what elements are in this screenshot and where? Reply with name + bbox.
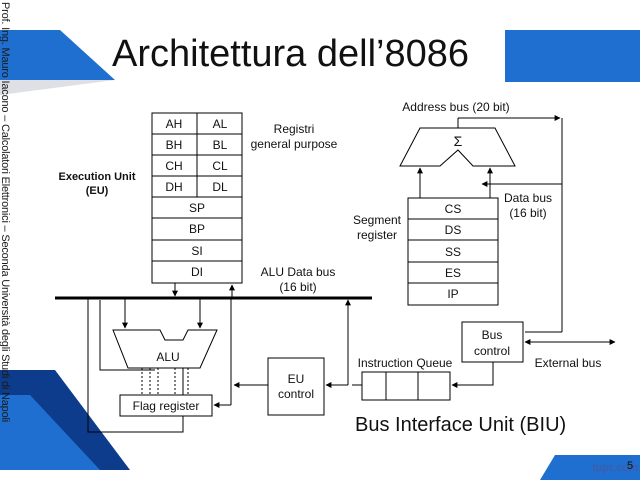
alu-label: ALU	[156, 350, 179, 364]
address-adder	[399, 127, 516, 167]
register-di: DI	[191, 265, 203, 279]
sigma-label: Σ	[454, 133, 463, 149]
bottom-right-decoration	[540, 455, 640, 480]
bus-control-label-line2: control	[474, 344, 510, 358]
page-title: Architettura dell’8086	[112, 33, 469, 75]
register-bl: BL	[213, 138, 228, 152]
biu-title: Bus Interface Unit (BIU)	[355, 414, 567, 436]
page-number: 5	[627, 460, 634, 472]
register-si: SI	[191, 244, 202, 258]
brand-logo: fppt.com	[592, 462, 639, 474]
instruction-queue-label: Instruction Queue	[358, 356, 453, 370]
data-bus-label-line1: Data bus	[504, 191, 552, 205]
external-bus-label: External bus	[535, 356, 602, 370]
segment-ds: DS	[445, 223, 462, 237]
bottom-left-decoration-light	[0, 395, 100, 470]
top-left-shadow	[0, 80, 115, 95]
register-cl: CL	[212, 159, 228, 173]
register-al: AL	[213, 117, 228, 131]
register-sp: SP	[189, 201, 205, 215]
gp-label-line1: Registri	[274, 122, 315, 136]
gp-label-line2: general purpose	[251, 137, 338, 151]
register-dl: DL	[212, 180, 228, 194]
alu-block	[112, 329, 218, 369]
register-ch: CH	[165, 159, 182, 173]
flag-register-label: Flag register	[133, 399, 200, 413]
register-dh: DH	[165, 180, 182, 194]
register-bh: BH	[166, 138, 183, 152]
eu-label-line1: Execution Unit	[58, 171, 135, 183]
bus-control-box	[461, 321, 524, 363]
top-left-decoration	[0, 30, 115, 80]
register-bp: BP	[189, 222, 205, 236]
bus-control-label-line1: Bus	[482, 328, 503, 342]
flag-register-box	[119, 394, 213, 417]
segment-label-line1: Segment	[353, 213, 402, 227]
segment-es: ES	[445, 266, 461, 280]
data-bus-label-line2: (16 bit)	[509, 206, 546, 220]
general-purpose-registers	[151, 112, 243, 284]
register-ah: AH	[166, 117, 183, 131]
eu-control-label-line1: EU	[288, 372, 305, 386]
alu-bus-label-line2: (16 bit)	[279, 280, 316, 294]
alu-bus-label-line1: ALU Data bus	[261, 265, 336, 279]
segment-cs: CS	[445, 202, 462, 216]
top-right-decoration	[505, 30, 640, 82]
segment-registers	[407, 197, 499, 306]
segment-label-line2: register	[357, 228, 397, 242]
address-bus-label: Address bus (20 bit)	[402, 100, 509, 114]
instruction-queue	[361, 371, 451, 401]
segment-ip: IP	[447, 287, 458, 301]
eu-control-box	[267, 357, 325, 416]
segment-ss: SS	[445, 245, 461, 259]
eu-label-line2: (EU)	[86, 185, 109, 197]
eu-control-label-line2: control	[278, 387, 314, 401]
